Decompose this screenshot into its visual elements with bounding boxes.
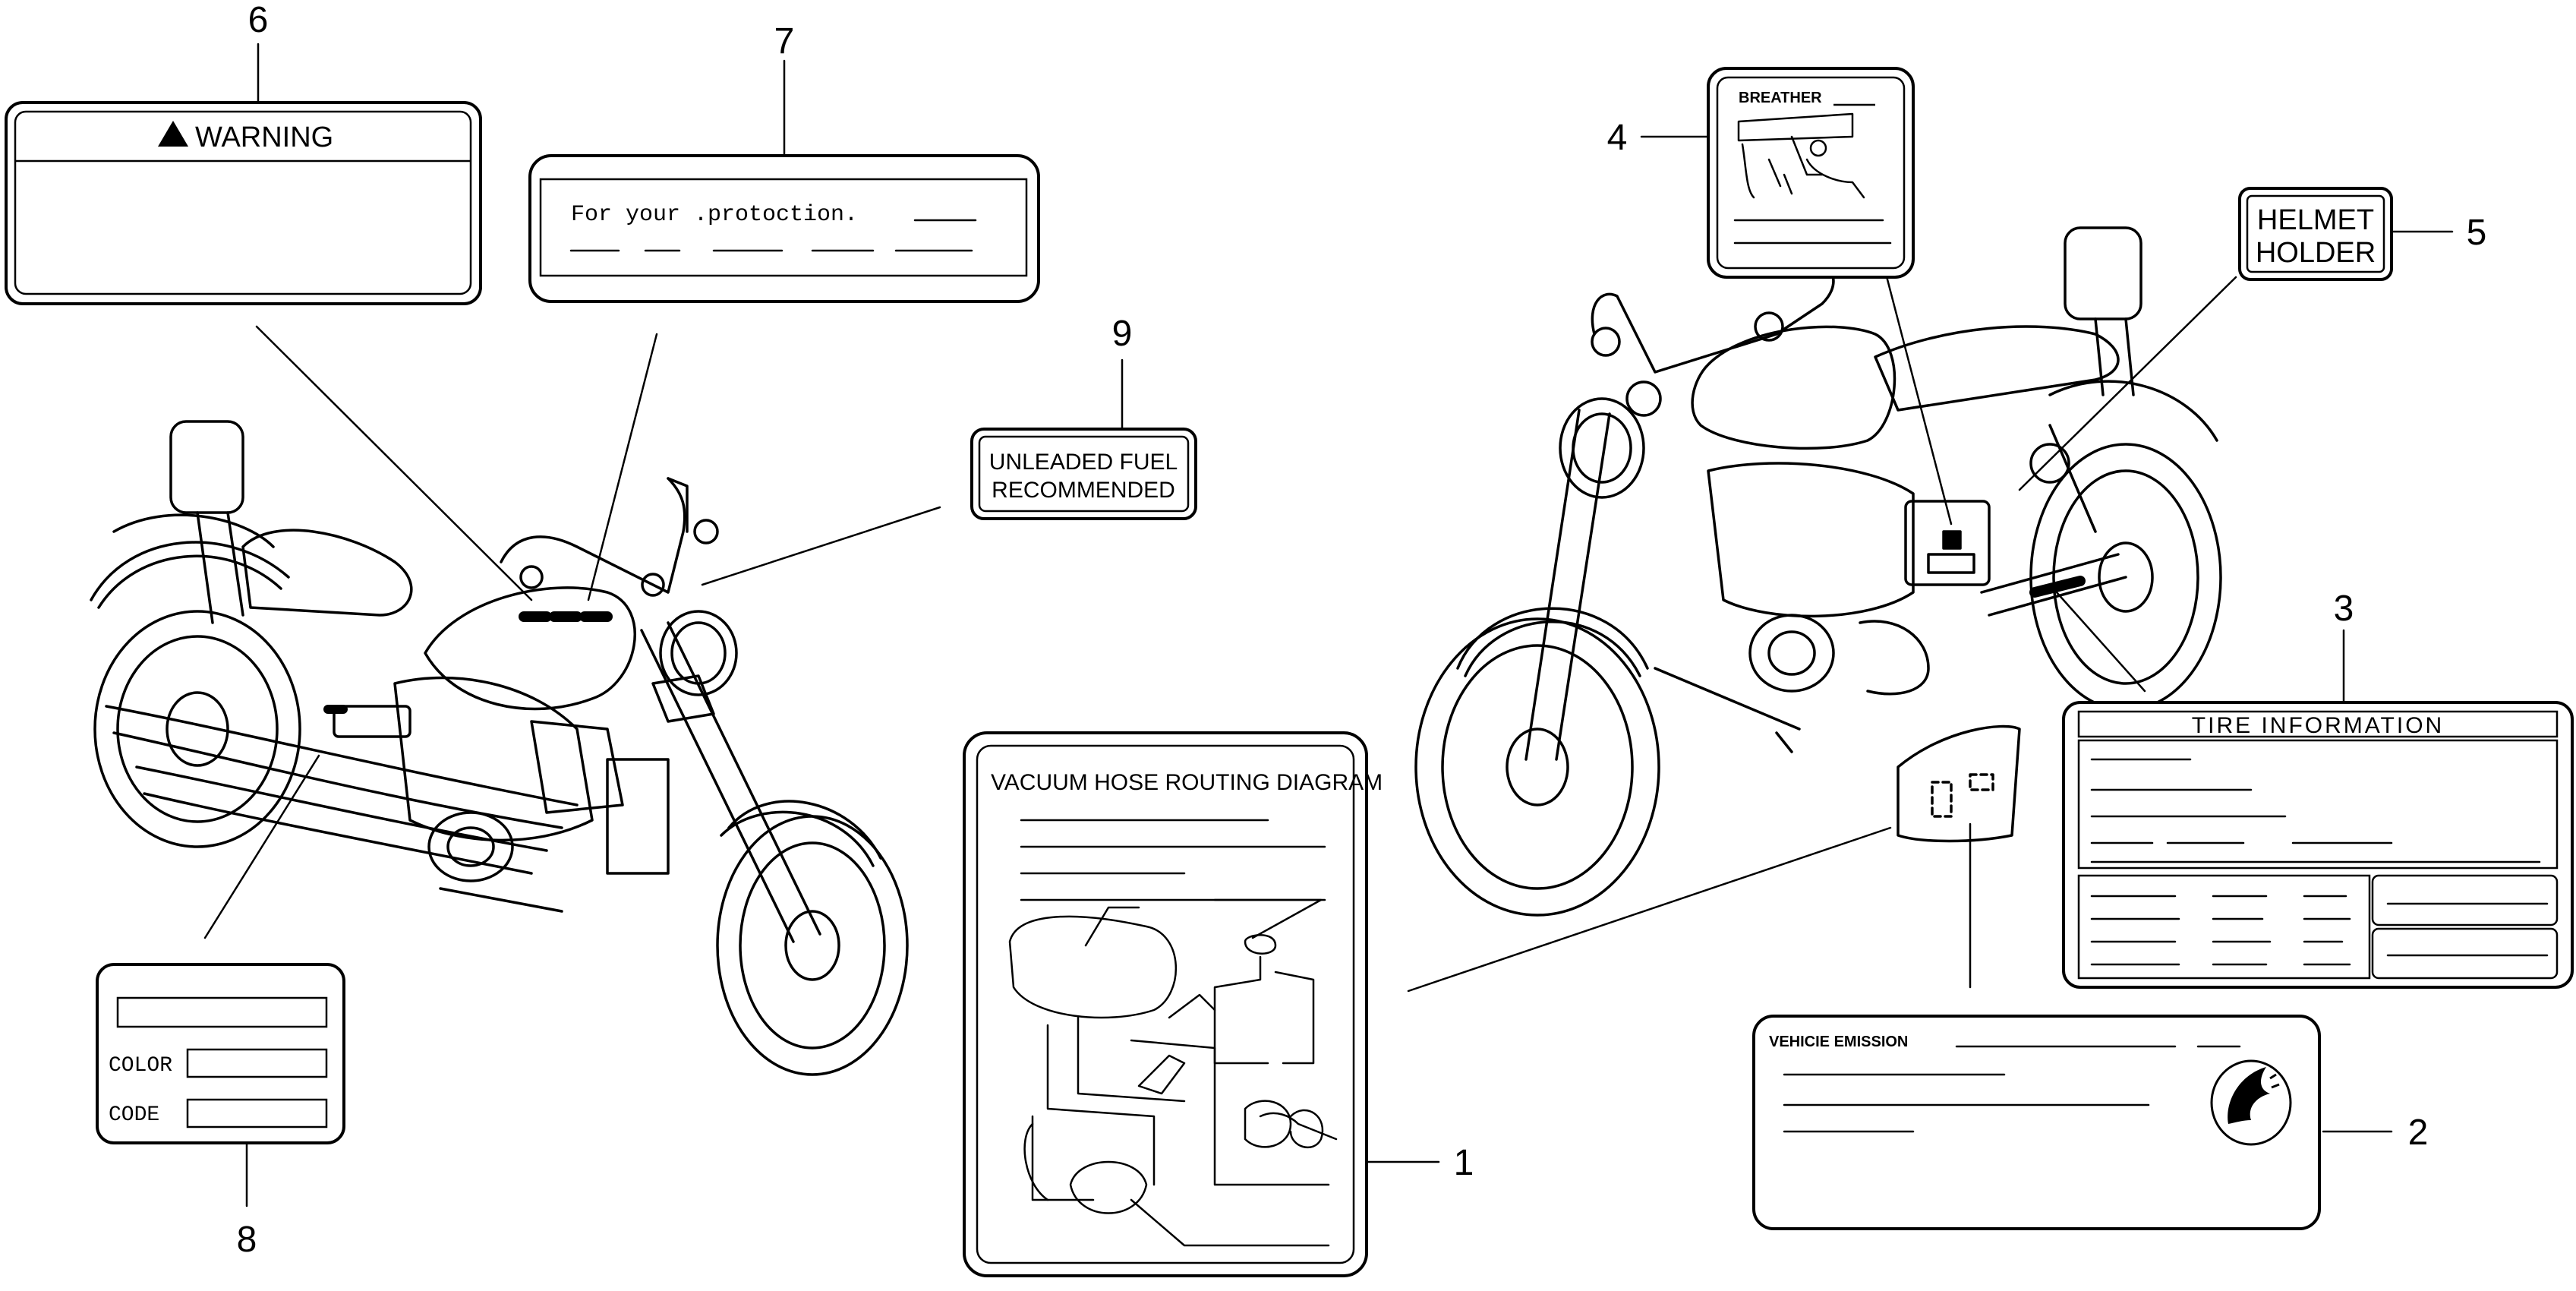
callout-6: 6 [248,0,269,40]
label-8-color-code: COLOR CODE [96,963,345,1144]
label-3-tire-information: TIRE INFORMATION [2062,701,2574,989]
callout-1: 1 [1454,1143,1474,1183]
label-5-helmet-holder: HELMET HOLDER [2238,187,2393,281]
warning-triangle-icon [158,121,188,147]
label-7-protection: For your .protoction. [528,154,1040,303]
left-motorcycle-drawing [90,420,909,1076]
right-motorcycle-drawing [1414,226,2222,917]
unleaded-line-1: UNLEADED FUEL [989,450,1178,475]
hose-routing-sketch [1008,898,1338,1247]
label-6-warning: WARNING [5,101,482,305]
callout-8: 8 [237,1220,257,1260]
unleaded-line-2: RECOMMENDED [992,478,1175,503]
breather-sketch [1737,112,1865,199]
label-4-breather: BREATHER [1707,67,1915,279]
emission-text: VEHICIE EMISSION [1769,1034,1908,1050]
callout-9: 9 [1112,314,1133,354]
color-label: COLOR [109,1054,172,1078]
callout-4: 4 [1607,118,1628,158]
honda-wing-logo-icon [2210,1059,2292,1146]
callout-7: 7 [774,21,795,62]
callout-numbers: 6 7 9 8 4 5 3 2 1 [237,0,2487,1260]
helmet-line-2: HOLDER [2256,237,2376,269]
helmet-line-1: HELMET [2257,204,2374,236]
label-2-vehicle-emission: VEHICIE EMISSION [1752,1015,2321,1230]
callout-5: 5 [2467,213,2487,253]
protection-text: For your .protoction. [571,202,858,228]
vacuum-title: VACUUM HOSE ROUTING DIAGRAM [991,770,1383,795]
label-9-unleaded-fuel: UNLEADED FUEL RECOMMENDED [970,428,1197,520]
callout-2: 2 [2408,1113,2429,1153]
tire-title: TIRE INFORMATION [2192,713,2444,738]
breather-text: BREATHER [1739,90,1822,106]
callout-3: 3 [2334,589,2354,629]
code-label: CODE [109,1103,159,1127]
warning-text: WARNING [195,122,333,153]
label-1-vacuum-hose-diagram: VACUUM HOSE ROUTING DIAGRAM [963,731,1383,1277]
leader-lines [203,43,2454,1207]
